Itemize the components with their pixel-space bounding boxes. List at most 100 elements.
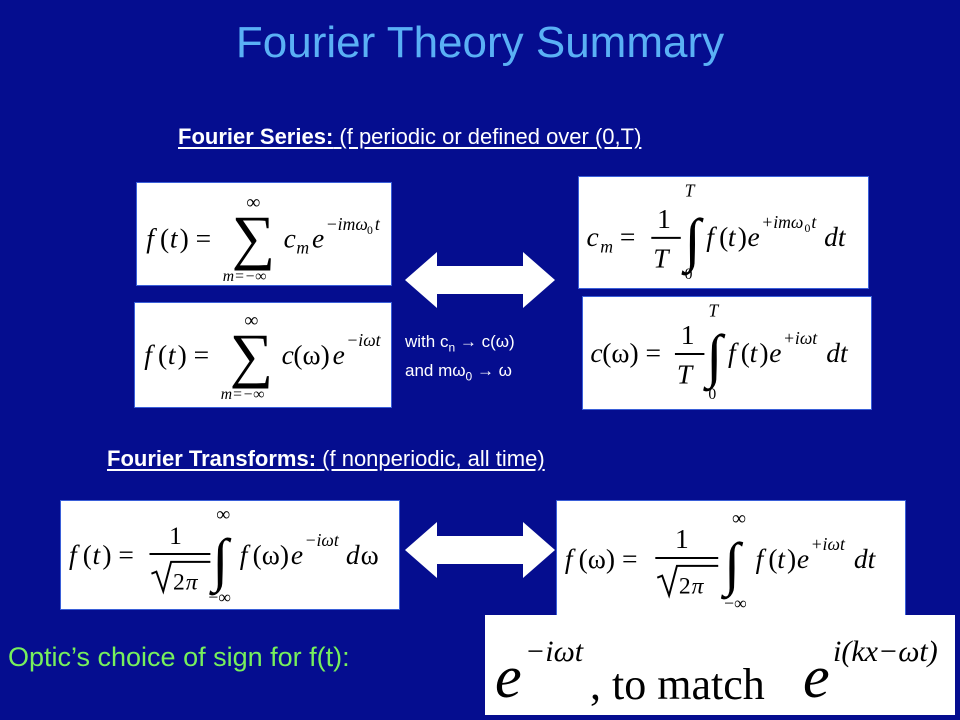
fourier-series-heading: Fourier Series: (f periodic or defined o… (178, 124, 641, 150)
note-line2-suffix: → ω (472, 361, 512, 381)
forward-transform-equation: f (ω) = 1 2 π ∫ ∞ −∞ f ( t ) e +iωt dt (556, 500, 906, 618)
svg-text:0: 0 (805, 222, 811, 235)
series-continuous-synthesis-svg: f ( t ) = ∑ ∞ m=−∞ c (ω) e −iωt (144, 311, 381, 404)
svg-text:π: π (692, 573, 705, 599)
integral-lower-limit-2: 0 (708, 386, 716, 403)
svg-text:) =: ) = (180, 224, 212, 254)
svg-text:1: 1 (681, 319, 695, 350)
svg-text:∫: ∫ (720, 531, 744, 600)
svg-text:π: π (186, 569, 199, 595)
sum-lower-limit: m=−∞ (223, 268, 267, 285)
inverse-transform-svg: f ( t ) = 1 2 π ∫ ∞ −∞ f (ω) e −iωt d ω (69, 505, 379, 607)
svg-text:t: t (170, 224, 179, 254)
svg-text:t: t (168, 340, 177, 370)
series-synthesis-svg: f ( t ) = ∑ ∞ m=−∞ c m e −imω 0 t (146, 193, 381, 286)
svg-text:f: f (240, 540, 251, 570)
integral-lower-minus-inf: −∞ (208, 587, 231, 607)
svg-text:(: ( (160, 224, 169, 254)
note-line1-suffix: → c(ω) (455, 332, 515, 351)
fourier-transforms-heading: Fourier Transforms: (f nonperiodic, all … (107, 446, 545, 472)
svg-text:f: f (565, 543, 576, 574)
series-synthesis-equation: f ( t ) = ∑ ∞ m=−∞ c m e −imω 0 t (136, 182, 392, 286)
optic-sign-label: Optic’s choice of sign for f(t): (8, 642, 350, 672)
svg-text:=: = (620, 221, 636, 252)
svg-text:∑: ∑ (230, 323, 273, 390)
series-continuous-coefficient-equation: c (ω) = 1 T ∫ T 0 f ( t ) e +iωt dt (582, 296, 872, 410)
fourier-series-heading-bold: Fourier Series: (178, 124, 334, 149)
fourier-series-heading-rest: (f periodic or defined over (0,T) (333, 124, 642, 149)
svg-text:t: t (728, 221, 737, 252)
svg-text:−iωt: −iωt (346, 330, 381, 350)
svg-text:2: 2 (679, 573, 691, 599)
substitution-line-2: and mω0 → ω (405, 359, 515, 388)
svg-text:c: c (586, 221, 598, 252)
svg-text:m: m (600, 237, 613, 257)
optic-formula-text: , to match (590, 660, 765, 709)
svg-text:2: 2 (173, 569, 185, 595)
svg-text:): ) (738, 221, 747, 252)
svg-text:e: e (769, 337, 781, 368)
series-coefficient-svg: c m = 1 T ∫ T 0 f ( t ) e +imω 0 t dt (586, 181, 847, 284)
svg-text:∫: ∫ (208, 528, 232, 596)
svg-text:f: f (69, 540, 80, 570)
sum-upper-limit-2: ∞ (244, 311, 258, 332)
page-title: Fourier Theory Summary (235, 18, 725, 67)
substitution-note: with cn → c(ω) and mω0 → ω (405, 330, 515, 389)
svg-text:=: = (645, 337, 661, 368)
integral-lower-minus-inf-2: −∞ (724, 593, 747, 613)
note-line2-prefix: and mω (405, 361, 466, 381)
svg-text:−iωt: −iωt (305, 530, 340, 550)
svg-text:(: ( (768, 543, 777, 574)
svg-text:−iωt: −iωt (525, 635, 584, 668)
svg-text:t: t (93, 540, 102, 570)
svg-text:f: f (756, 543, 767, 574)
fourier-transforms-heading-bold: Fourier Transforms: (107, 446, 317, 471)
svg-text:ω: ω (361, 540, 379, 570)
svg-text:f: f (144, 340, 155, 370)
svg-text:) =: ) = (178, 340, 210, 370)
svg-text:): ) (787, 543, 796, 574)
svg-text:dt: dt (854, 543, 877, 574)
svg-text:+imω: +imω (761, 212, 803, 232)
svg-text:e: e (797, 543, 809, 574)
substitution-line-1: with cn → c(ω) (405, 330, 515, 359)
svg-text:(: ( (83, 540, 92, 570)
integral-upper-limit: T (685, 181, 696, 201)
note-line1-prefix: with c (405, 332, 449, 351)
svg-text:(ω): (ω) (602, 337, 638, 368)
svg-text:d: d (346, 540, 360, 570)
svg-text:∑: ∑ (232, 205, 275, 272)
svg-text:(ω): (ω) (293, 340, 329, 370)
svg-text:∫: ∫ (681, 207, 705, 276)
integral-upper-limit-2: T (708, 301, 719, 321)
note-line1-sub: n (448, 340, 456, 355)
svg-text:): ) (759, 337, 768, 368)
svg-text:1: 1 (657, 203, 671, 234)
svg-text:e: e (333, 340, 345, 370)
svg-text:1: 1 (169, 521, 182, 550)
svg-text:e: e (803, 644, 830, 710)
svg-text:+iωt: +iωt (811, 534, 846, 554)
svg-text:+iωt: +iωt (783, 328, 818, 348)
svg-text:T: T (653, 242, 670, 273)
svg-text:t: t (750, 337, 759, 368)
svg-text:c: c (284, 224, 296, 254)
svg-text:0: 0 (367, 224, 373, 237)
integral-upper-inf-2: ∞ (732, 508, 746, 530)
svg-text:e: e (312, 224, 324, 254)
svg-text:e: e (748, 221, 760, 252)
svg-text:∫: ∫ (702, 323, 726, 392)
note-line2-sub: 0 (465, 369, 473, 384)
svg-text:(ω) =: (ω) = (579, 543, 638, 574)
series-double-arrow (405, 252, 555, 308)
optic-sign-formula: e −iωt , to match e i(kx−ωt) (485, 615, 955, 715)
sum-lower-limit-2: m=−∞ (221, 386, 265, 403)
svg-text:e: e (291, 540, 303, 570)
svg-text:i(kx−ωt): i(kx−ωt) (833, 635, 938, 668)
inverse-transform-equation: f ( t ) = 1 2 π ∫ ∞ −∞ f (ω) e −iωt d ω (60, 500, 400, 610)
svg-text:c: c (590, 337, 602, 368)
svg-text:) =: ) = (102, 540, 134, 570)
series-continuous-synthesis-equation: f ( t ) = ∑ ∞ m=−∞ c (ω) e −iωt (134, 302, 392, 408)
svg-text:dt: dt (824, 221, 847, 252)
svg-text:(: ( (158, 340, 167, 370)
